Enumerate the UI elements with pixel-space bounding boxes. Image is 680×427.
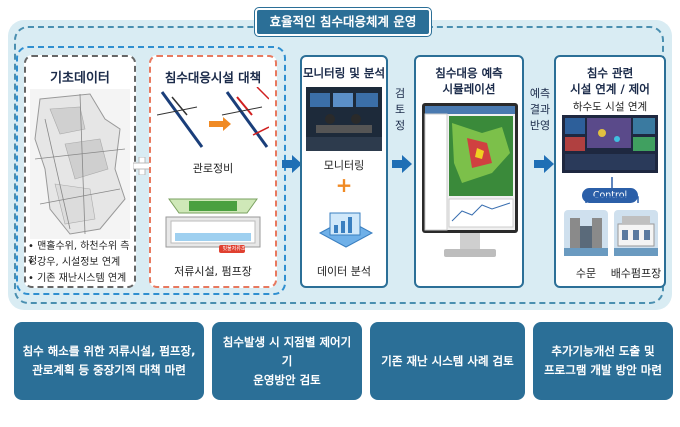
- land-use-map-image: [30, 89, 130, 239]
- basic-data-bullet-1: • 맨홀수위, 하천수위 측정: [28, 241, 130, 267]
- verify-char-2: 토: [394, 103, 406, 116]
- control-connector: [585, 177, 639, 203]
- predict-text-1: 예측: [529, 87, 551, 100]
- plus-icon: [133, 157, 151, 175]
- simulation-heading-1: 침수대응 예측: [435, 66, 503, 80]
- storage-facility-label: 저류시설, 펌프장: [174, 265, 252, 278]
- monitoring-label: 모니터링: [323, 159, 365, 172]
- control-heading-1: 침수 관련: [586, 66, 634, 80]
- flow-arrow-1: [282, 155, 302, 173]
- storage-facility-image: [165, 198, 261, 253]
- basic-data-heading: 기초데이터: [50, 71, 110, 86]
- countermeasure-heading: 침수대응시설 대책: [164, 70, 262, 85]
- pump-station-label: 배수펌프장: [610, 267, 662, 280]
- input-group-border: [16, 46, 286, 295]
- basic-data-bullet-3: • 기존 재난시스템 연계: [28, 273, 127, 284]
- pipe-maintenance-label: 관로정비: [192, 162, 234, 175]
- control-badge: Control: [582, 188, 638, 203]
- basic-data-card: 기초데이터 • 맨홀수위, 하천수위 측정 • 강우, 시설정보 연계 • 기존…: [24, 55, 136, 288]
- monitoring-heading: 모니터링 및 분석: [302, 66, 386, 80]
- verify-char-3: 정: [394, 119, 406, 132]
- floodgate-label: 수문: [575, 267, 597, 280]
- simulation-card: 침수대응 예측 시뮬레이션: [414, 55, 524, 288]
- bottom-box-1-line-1: 침수 해소를 위한 저류시설, 펌프장,: [22, 344, 196, 358]
- storage-sign: 빗물저류조: [222, 246, 246, 252]
- data-analysis-image: [318, 212, 374, 248]
- diagram-title: 효율적인 침수대응체계 운영: [255, 8, 431, 36]
- bottom-box-3-line-1: 기존 재난 시스템 사례 검토: [381, 353, 514, 368]
- pump-station-image: [614, 210, 658, 256]
- control-subtitle: 하수도 시설 연계: [572, 101, 648, 113]
- bottom-box-4-line-2: 프로그램 개발 방안 마련: [544, 363, 662, 377]
- predict-text-2: 결과: [529, 103, 551, 116]
- bottom-box-1-line-2: 관로계획 등 중장기적 대책 마련: [32, 363, 186, 377]
- flow-arrow-2: [392, 155, 412, 173]
- pipe-maintenance-image: [157, 87, 269, 155]
- flow-arrow-3: [534, 155, 554, 173]
- control-card: 침수 관련 시설 연계 / 제어 하수도 시설 연계 Control 수문 배수…: [554, 55, 666, 288]
- plus-sign: +: [335, 173, 353, 197]
- countermeasure-card: 침수대응시설 대책 관로정비 빗물저류조 저류시설, 펌프장: [149, 55, 277, 288]
- floodgate-image: [564, 210, 608, 256]
- data-analysis-label: 데이터 분석: [316, 265, 372, 278]
- simulation-monitor-image: [422, 103, 518, 257]
- control-heading-2: 시설 연계 / 제어: [570, 82, 650, 96]
- monitoring-card: 모니터링 및 분석 모니터링 + 데이터 분석: [300, 55, 388, 288]
- bottom-box-2-line-1: 침수발생 시 지점별 제어기기: [222, 334, 352, 368]
- bottom-box-4-line-1: 추가기능개선 도출 및: [551, 344, 655, 358]
- bottom-box-3: 기존 재난 시스템 사례 검토: [370, 322, 525, 400]
- bottom-box-1: 침수 해소를 위한 저류시설, 펌프장, 관로계획 등 중장기적 대책 마련: [14, 322, 204, 400]
- predict-text-3: 반영: [529, 119, 551, 132]
- bottom-box-2-line-2: 운영방안 검토: [253, 372, 321, 387]
- sewer-dashboard-image: [562, 115, 658, 173]
- control-room-image: [306, 87, 382, 151]
- simulation-heading-2: 시뮬레이션: [442, 82, 496, 96]
- verify-char-1: 검: [394, 87, 406, 100]
- basic-data-bullet-2: • 강우, 시설정보 연계: [28, 257, 121, 268]
